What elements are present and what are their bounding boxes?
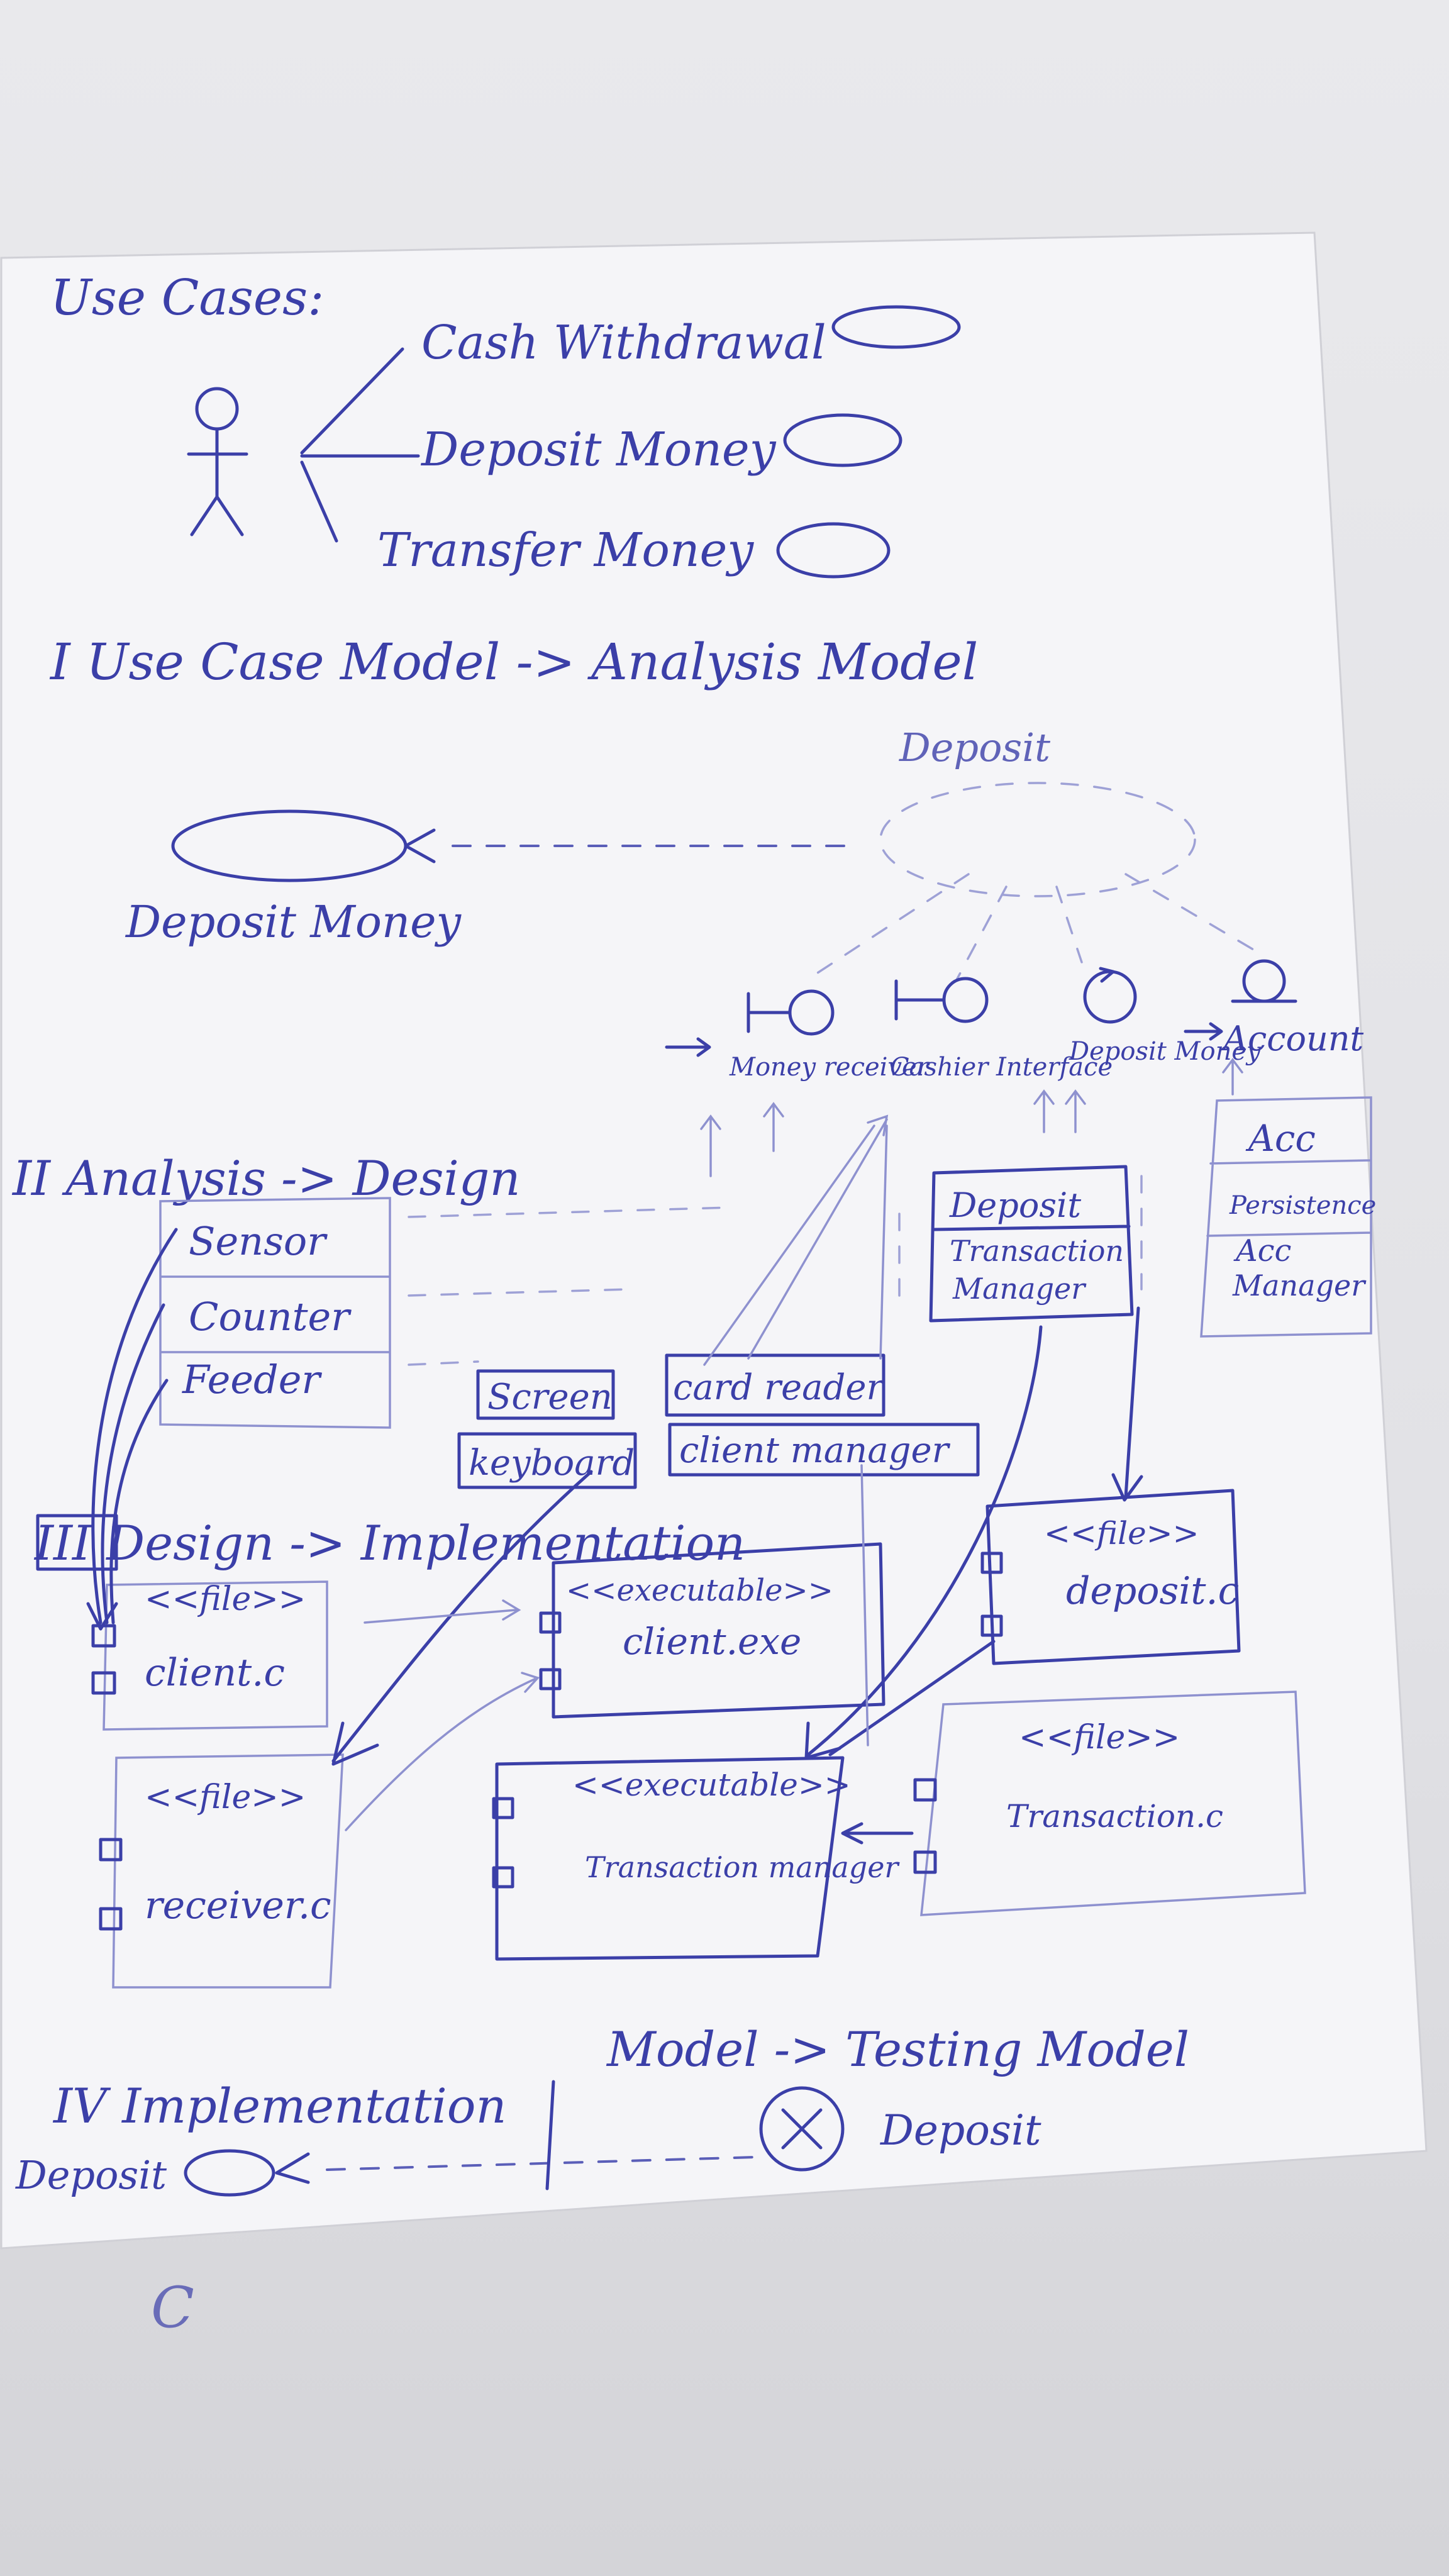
section4-right-label: Deposit [880,2106,1041,2155]
arrow-receiver-to-client-exe [345,1672,540,1831]
use-case-ellipse-deposit [783,413,902,467]
use-cases-heading: Use Cases: [50,270,324,326]
arrow-account-to-deposit-c [1111,1306,1143,1502]
design-item-deposit: Deposit [949,1185,1081,1225]
class-label-money-receiver: Money receiver [729,1053,931,1082]
class-label-account: Account [1220,1019,1364,1058]
design-class-deposit-transaction-manager [929,1165,1134,1323]
component-client-c-name: client.c [145,1651,285,1695]
component-transaction-c-name: Transaction.c [1006,1798,1223,1835]
component-receiver-c [99,1753,344,1989]
design-class-card-reader [665,1353,886,1417]
control-icon [1083,967,1137,1024]
section4-title-left: IV Implementation [52,2078,506,2134]
collaboration-dependency-lines [804,873,1265,982]
use-case-label-withdrawal: Cash Withdrawal [421,316,826,370]
design-class-client-manager [668,1423,980,1477]
arrow-keyboard-to-receiver [331,1470,593,1766]
component-deposit-c [980,1489,1241,1665]
section1-title: I Use Case Model -> Analysis Model [49,633,978,691]
section3-numeral-box [36,1514,118,1571]
arrow-transaction-c-to-transaction-manager [841,1822,914,1845]
class-label-cashier-interface: Cashier Interface [890,1053,1113,1082]
margin-mark: C [151,2275,194,2341]
section3-title: III Design -> Implementation [33,1515,745,1571]
boundary-icon [894,977,989,1023]
component-deposit-c-name: deposit.c [1066,1569,1239,1613]
component-client-c-stereotype: <<file>> [145,1580,306,1618]
design-item-screen: Screen [487,1377,613,1418]
component-client-exe-stereotype: <<executable>> [566,1573,833,1608]
arrow-deposit-c-to-transaction-manager [828,1640,996,1757]
component-receiver-c-stereotype: <<file>> [145,1779,306,1816]
design-item-acc-2: Acc [1233,1233,1291,1269]
trace-line-deposit-box [898,1175,1143,1309]
component-transaction-manager-name: Transaction manager [585,1850,900,1884]
testing-dependency-line [326,2156,756,2171]
section4-title-right: Model -> Testing Model [606,2021,1189,2077]
component-transaction-c-stereotype: <<file>> [1019,1719,1180,1757]
design-trace-lines-mid [703,1114,889,1366]
arrow-client-c-to-client-exe [364,1599,521,1624]
boundary-icon [747,989,835,1036]
trace-arrowhead [404,828,436,863]
design-item-acc-manager: Manager [1232,1269,1367,1302]
design-class-keyboard [457,1432,637,1489]
design-item-client-manager: client manager [679,1430,951,1471]
design-item-persistence: Persistence [1229,1191,1376,1220]
use-case-ellipse-transfer [776,522,891,579]
actor-association-lines [300,347,420,543]
deposit-use-case-ellipse [184,2149,275,2197]
deposit-money-use-case-label: Deposit Money [125,896,462,948]
design-class-screen [476,1369,615,1420]
design-item-sensor: Sensor [189,1218,328,1264]
section2-title: II Analysis -> Design [11,1150,520,1206]
component-receiver-c-name: receiver.c [145,1884,331,1928]
deposit-collaboration-ellipse [879,782,1196,897]
design-item-keyboard: keyboard [469,1443,635,1484]
use-case-ellipse-withdrawal [831,305,961,349]
entity-icon [1231,959,1297,1003]
use-case-label-deposit: Deposit Money [420,423,777,477]
actor-stick-figure [187,387,248,536]
design-item-feeder: Feeder [182,1357,322,1402]
paper-sheet [0,231,1428,2250]
deposit-collaboration-label: Deposit [899,724,1050,770]
testing-arrowhead [275,2152,310,2184]
design-class-account [1200,1096,1372,1338]
component-transaction-manager [492,1756,845,1961]
use-case-label-transfer: Transfer Money [377,523,754,577]
design-class-sensor-counter-feeder [159,1197,391,1429]
design-item-card-reader: card reader [673,1367,885,1408]
design-item-transaction: Transaction [950,1234,1124,1268]
class-label-deposit-money: Deposit Money [1069,1037,1262,1066]
testing-separator [545,2080,555,2190]
design-item-counter: Counter [189,1294,352,1340]
component-client-exe-name: client.exe [623,1620,801,1663]
arrow-card-reader-to-transaction-manager [860,1464,869,1746]
arrow-to-account [1184,1022,1223,1041]
arrow-left-curves-to-client-c [86,1228,178,1631]
component-transaction-c [913,1690,1306,1916]
arrow-to-money-receiver [665,1037,711,1057]
design-trace-lines-left [408,1206,731,1366]
trace-arrows-up [700,1058,1243,1177]
component-client-exe [539,1542,886,1719]
component-transaction-manager-stereotype: <<executable>> [572,1767,851,1803]
test-case-icon [759,2086,845,2172]
design-item-manager: Manager [952,1272,1087,1306]
component-deposit-c-stereotype: <<file>> [1044,1515,1199,1552]
section4-left-label: Deposit [15,2152,167,2198]
design-item-acc: Acc [1245,1117,1316,1160]
